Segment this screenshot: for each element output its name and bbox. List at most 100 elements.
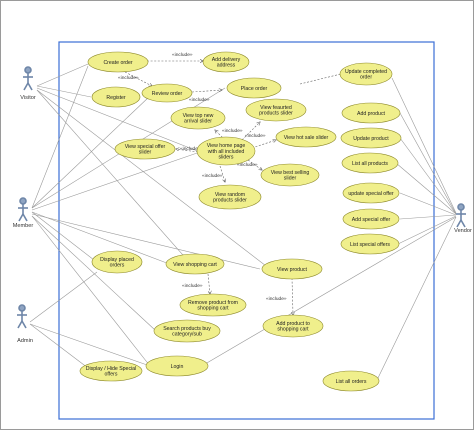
- use-case-label: address: [217, 63, 236, 69]
- actors: Visitor Member Admin: [13, 66, 472, 344]
- use-case-view-shopping-cart[interactable]: View shopping cart: [165, 253, 225, 275]
- include-label: «include»: [172, 52, 193, 58]
- use-case-register[interactable]: Register: [91, 86, 141, 108]
- use-case-add-special-offer[interactable]: Add special offer: [342, 208, 400, 230]
- actor-admin[interactable]: Admin: [17, 304, 33, 344]
- use-case-ellipse: [91, 250, 143, 274]
- use-case-ellipse: [341, 102, 401, 124]
- use-case-create-order[interactable]: Create order: [87, 51, 149, 73]
- use-case-ellipse: [340, 127, 402, 149]
- use-case-label: Add product to: [276, 321, 310, 327]
- use-case-label: order: [360, 75, 372, 81]
- use-case-label: update special offer: [348, 191, 393, 197]
- include-label: «include»: [180, 146, 201, 152]
- actor-label: Member: [13, 223, 34, 229]
- include-label: «include»: [245, 133, 266, 139]
- use-case-label: category/sub: [172, 332, 202, 338]
- use-case-place-order[interactable]: Place order: [226, 77, 282, 99]
- include-label: «include»: [266, 296, 287, 302]
- include-label: «include»: [118, 75, 139, 81]
- use-case-ellipse: [322, 370, 380, 392]
- use-case-label: View special offer: [125, 144, 166, 150]
- actor-label: Vendor: [454, 228, 472, 234]
- use-case-view-product[interactable]: View product: [261, 258, 323, 280]
- use-case-update-special-offer[interactable]: update special offer: [342, 182, 400, 204]
- use-case-login[interactable]: Login: [145, 355, 209, 377]
- use-case-ellipse: [179, 293, 247, 317]
- include-label: «include»: [237, 162, 258, 168]
- use-case-label: View feaurted: [260, 105, 292, 111]
- actor-label: Admin: [17, 338, 33, 344]
- use-case-label: Create order: [103, 60, 132, 66]
- use-case-label: shopping cart: [277, 327, 309, 333]
- actor-member[interactable]: Member: [13, 197, 34, 229]
- use-case-label: products slider: [259, 111, 293, 117]
- use-case-ellipse: [91, 86, 141, 108]
- use-case-label: products slider: [213, 198, 247, 204]
- use-case-ellipse: [341, 152, 399, 174]
- use-case-label: Review order: [152, 91, 183, 97]
- stick-figure-icon: [17, 304, 27, 329]
- use-case-ellipse: [170, 106, 226, 130]
- use-case-ellipse: [153, 319, 221, 343]
- use-case-add-product[interactable]: Add product: [341, 102, 401, 124]
- use-case-label: View home page: [207, 143, 246, 149]
- use-case-update-product[interactable]: Update product: [340, 127, 402, 149]
- use-case-ellipse: [114, 138, 176, 160]
- use-case-list-all-products[interactable]: List all products: [341, 152, 399, 174]
- use-case-list-special-offers[interactable]: List special offers: [340, 233, 400, 255]
- use-case-ellipse: [145, 355, 209, 377]
- use-case-label: Display placed: [100, 257, 134, 263]
- use-case-label: Login: [171, 364, 184, 370]
- actor-label: Visitor: [20, 95, 36, 101]
- use-case-label: List special offers: [350, 242, 390, 248]
- use-case-label: Update completed: [345, 69, 387, 75]
- use-case-label: Display / Hide Special: [86, 366, 136, 372]
- use-case-label: Search products buy: [163, 326, 211, 332]
- use-case-label: slider: [284, 176, 297, 182]
- use-case-label: Remove product from: [188, 300, 238, 306]
- use-case-label: Add delivery: [212, 57, 241, 63]
- use-case-label: View shopping cart: [173, 262, 217, 268]
- use-case-label: Add product: [357, 111, 386, 117]
- actor-visitor[interactable]: Visitor: [20, 66, 36, 101]
- use-case-ellipse: [202, 51, 250, 73]
- actor-vendor[interactable]: Vendor: [454, 203, 472, 234]
- use-case-label: View hot sale slider: [284, 135, 329, 141]
- stick-figure-icon: [456, 203, 466, 228]
- include-label: «include»: [189, 97, 210, 103]
- include-label: «include»: [222, 128, 243, 134]
- include-labels: «include» «include» «include» «include» …: [118, 52, 287, 302]
- use-case-label: View random: [215, 192, 245, 198]
- use-case-ellipse: [79, 360, 143, 382]
- use-case-ellipse: [196, 136, 256, 166]
- use-case-view-hot-sale-slider[interactable]: View hot sale slider: [275, 126, 337, 148]
- use-case-ellipse: [275, 126, 337, 148]
- use-case-review-order[interactable]: Review order: [141, 83, 193, 103]
- use-case-ellipse: [260, 163, 320, 187]
- use-case-label: View best selling: [271, 170, 310, 176]
- use-case-label: Place order: [241, 86, 268, 92]
- use-case-label: List all products: [352, 161, 388, 167]
- use-case-list-all-orders[interactable]: List all orders: [322, 370, 380, 392]
- use-case-ellipse: [339, 62, 393, 86]
- use-case-label: arrival slider: [184, 119, 212, 125]
- use-case-label: List all orders: [336, 379, 367, 385]
- include-label: «include»: [182, 283, 203, 289]
- use-case-label: Update product: [353, 136, 389, 142]
- use-case-ellipse: [87, 51, 149, 73]
